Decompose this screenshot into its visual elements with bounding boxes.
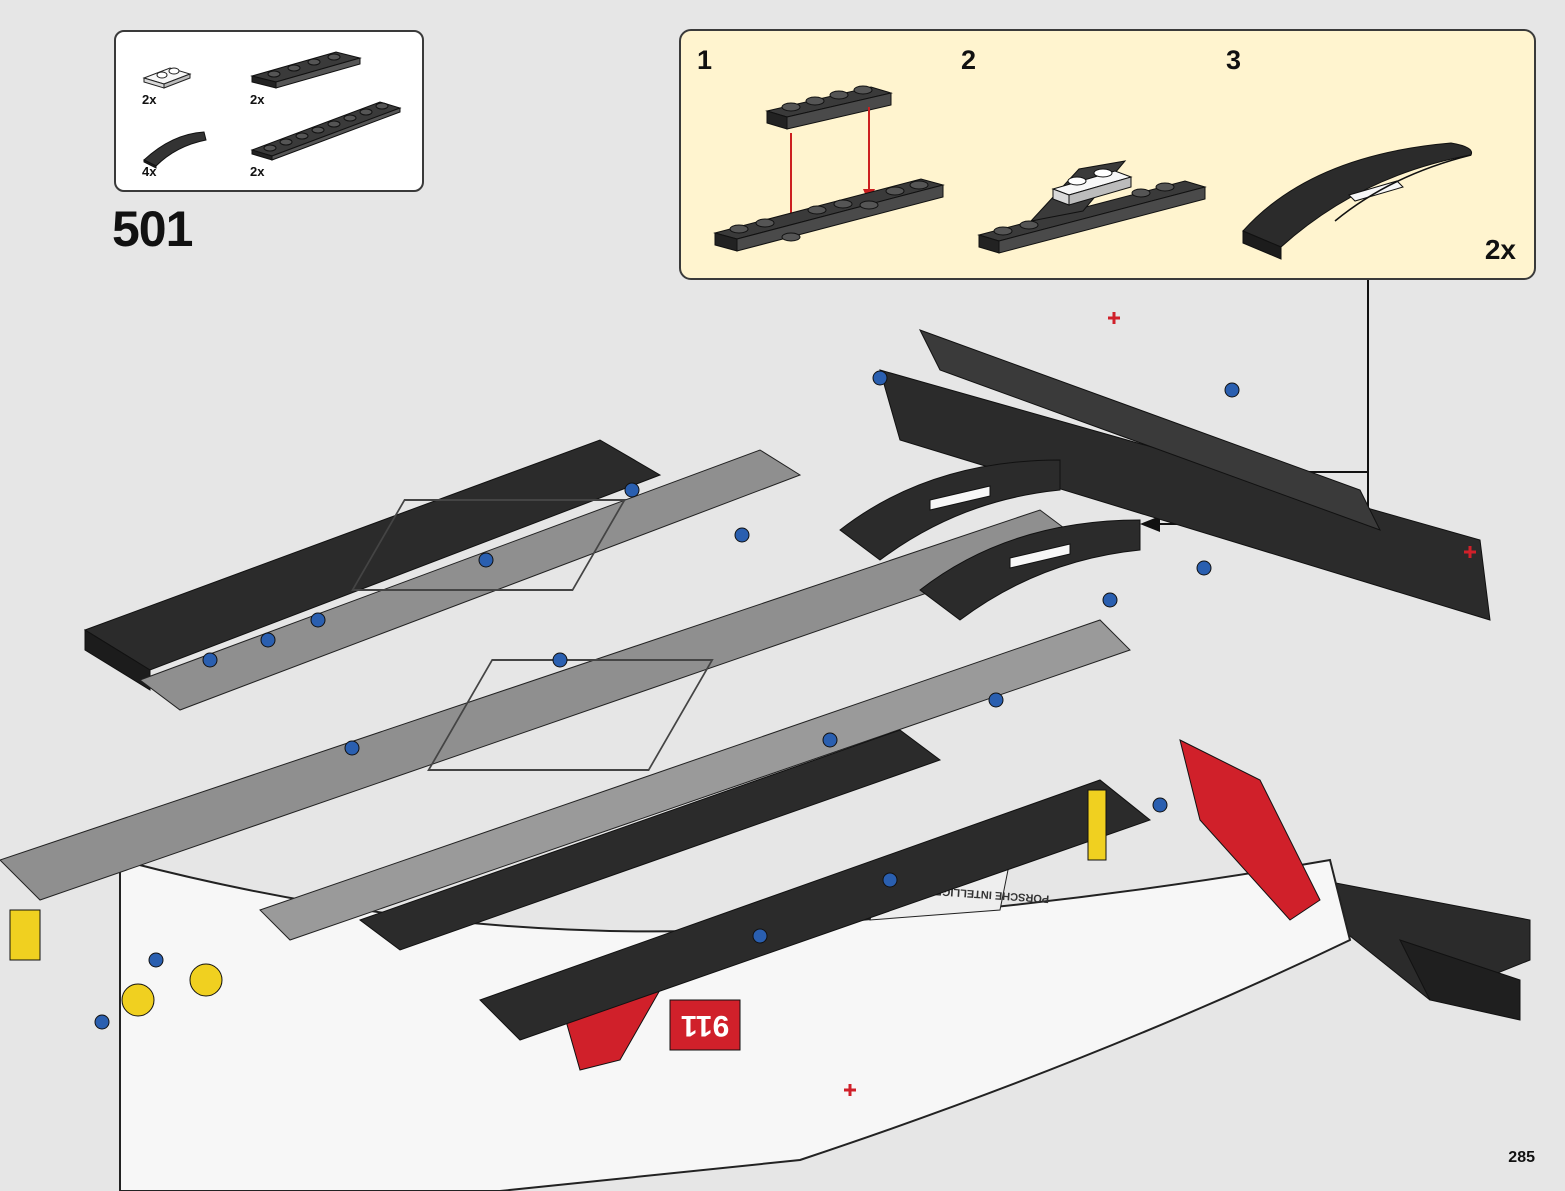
sub-step-3-label: 3 [1226,45,1242,75]
part-qty: 2x [250,92,265,107]
part-qty: 2x [142,92,157,107]
part-white-plate-icon [142,67,192,89]
multiplier: 2x [1484,234,1516,265]
part-black-plate-8-icon [250,101,402,161]
sub-step-2-illustration [977,160,1207,254]
sub-step-1-label: 1 [697,45,713,75]
model-illustration: 911 PORSCHE INTELLIGENT PERFORMANCE [0,312,1531,1191]
sub-step-2-label: 2 [961,45,977,75]
parts-list-box: 2x 2x 4x 2x [114,30,424,192]
part-qty: 4x [142,164,157,179]
part-curved-slope-icon [143,131,207,169]
sub-assembly-callout: 1 2 3 [679,29,1536,280]
part-black-plate-4-icon [250,51,362,89]
model-number-decal: 911 [681,1009,729,1042]
sub-step-1-illustration [713,85,945,252]
sub-step-3-illustration [1242,142,1473,260]
step-number: 501 [112,201,193,257]
part-qty: 2x [250,164,265,179]
page-number: 285 [1508,1149,1535,1166]
